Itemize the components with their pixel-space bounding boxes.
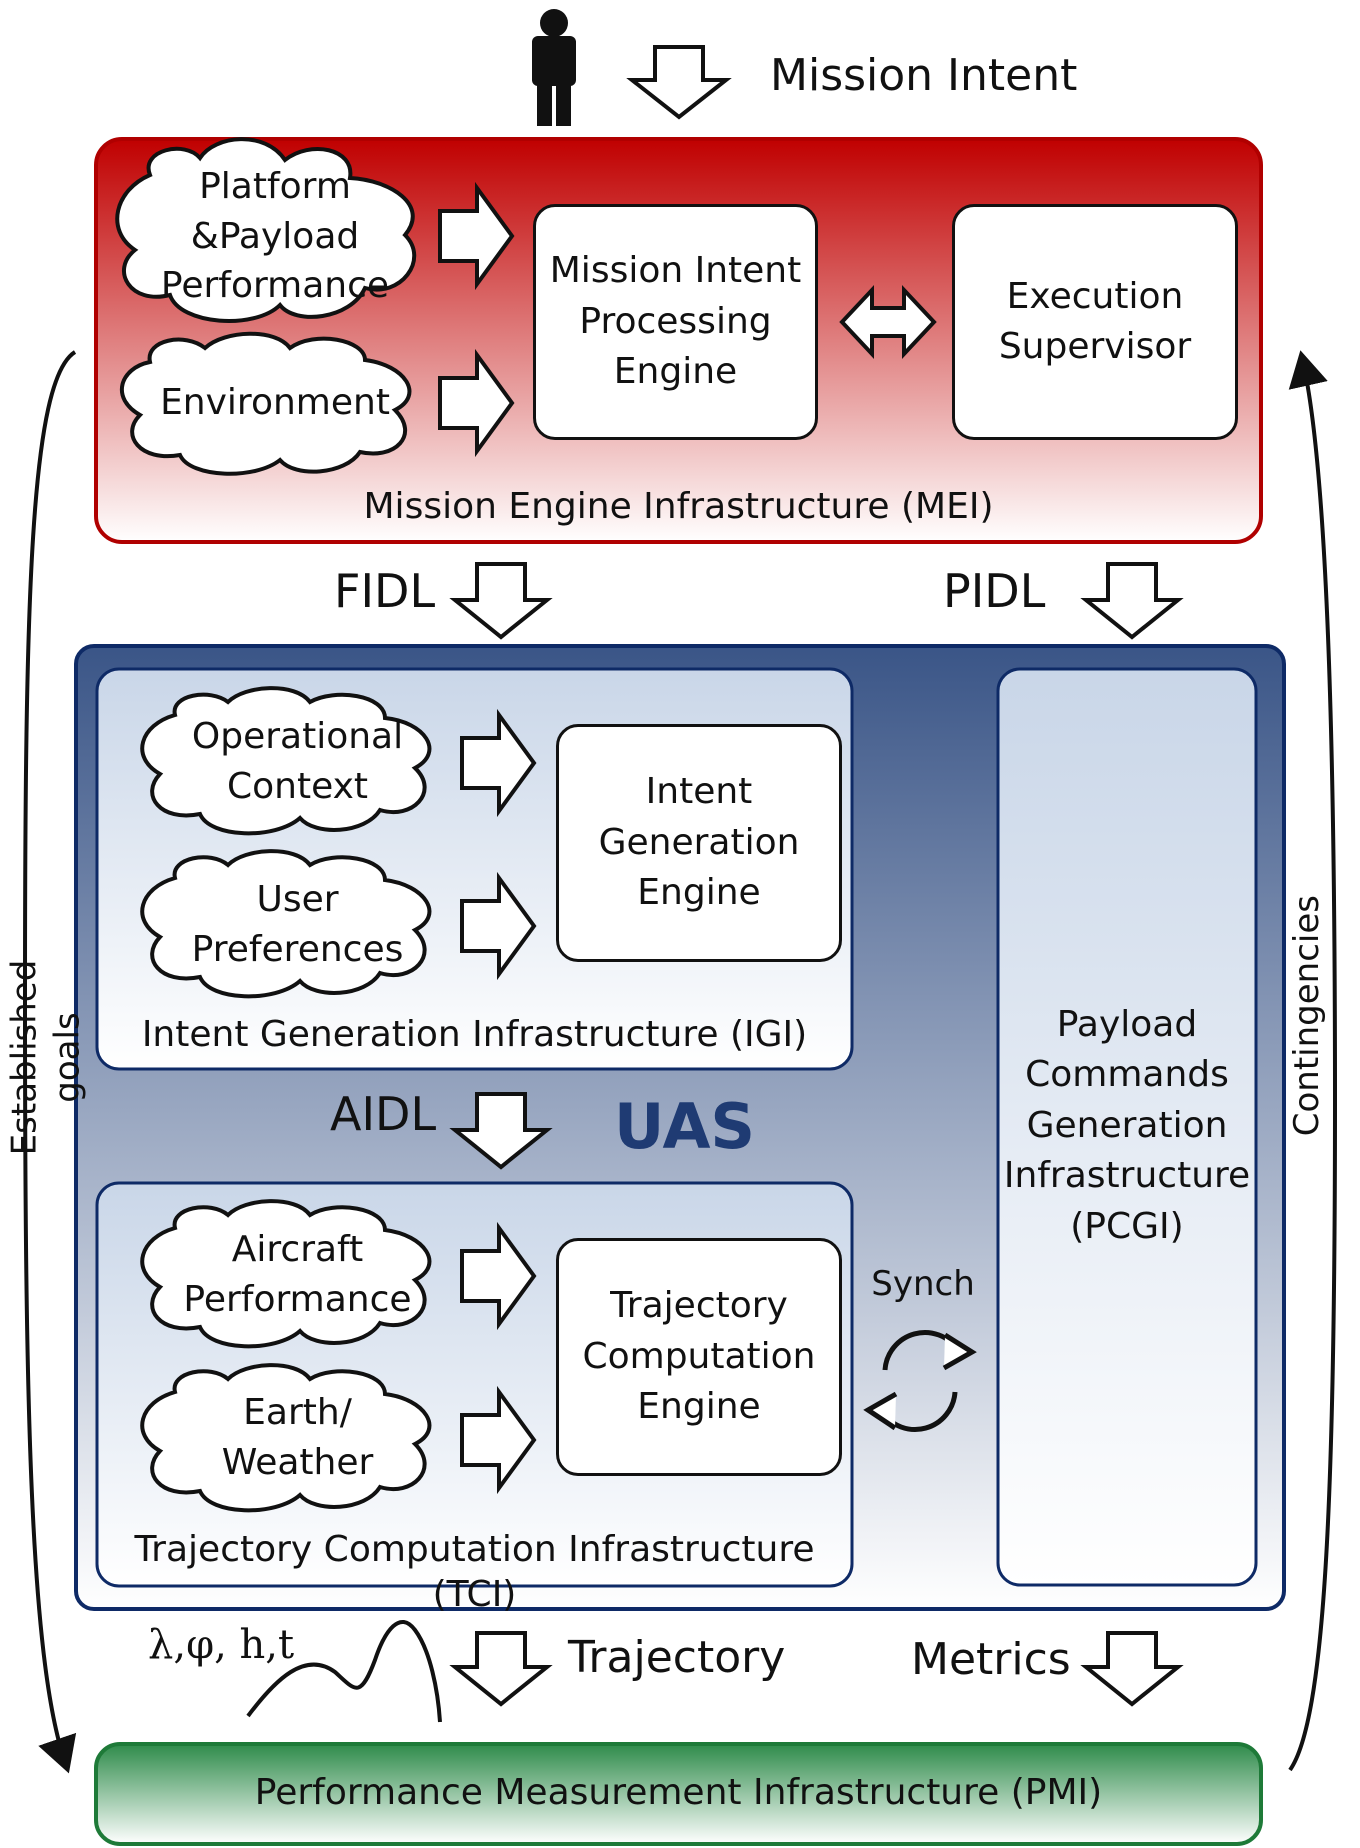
platform-cloud-shape xyxy=(115,137,417,323)
bidirectional-arrow-icon xyxy=(839,284,937,360)
execution-supervisor-label: Execution Supervisor xyxy=(998,275,1192,367)
user-right-arrow-icon xyxy=(460,871,537,981)
intent-generation-engine: Intent Generation Engine xyxy=(556,724,842,962)
mission-intent-label: Mission Intent xyxy=(770,50,1078,101)
mission-intent-engine-label: Mission Intent Processing Engine xyxy=(549,250,802,393)
operational-cloud-label: Operational Context xyxy=(191,716,404,807)
earth-cloud-label: Earth/ Weather xyxy=(221,1392,374,1483)
trajectory-computation-engine: Trajectory Computation Engine xyxy=(556,1238,842,1476)
trajectory-label: Trajectory xyxy=(568,1632,786,1683)
pcgi-title: Payload Commands Generation Infrastructu… xyxy=(1003,1004,1251,1247)
aircraft-cloud-shape xyxy=(140,1199,432,1349)
pmi-panel xyxy=(94,1742,1263,1846)
contingencies-label: Contingencies xyxy=(1286,895,1327,1137)
platform-right-arrow-icon xyxy=(438,181,515,291)
pmi-title: Performance Measurement Infrastructure (… xyxy=(254,1772,1103,1813)
synch-label: Synch xyxy=(871,1264,975,1304)
established-goals-label: Established goals xyxy=(4,959,88,1156)
execution-supervisor: Execution Supervisor xyxy=(952,204,1238,440)
user-cloud-shape xyxy=(140,849,432,999)
platform-cloud-label: Platform &Payload Performance xyxy=(160,166,390,307)
aircraft-right-arrow-icon xyxy=(460,1221,537,1331)
intent-generation-engine-label: Intent Generation Engine xyxy=(598,771,800,914)
trajectory-curve-icon xyxy=(246,1620,442,1723)
pcgi-panel xyxy=(996,667,1258,1587)
person-icon xyxy=(532,9,576,126)
trajectory-computation-engine-label: Trajectory Computation Engine xyxy=(582,1285,816,1428)
contingencies-arrow-icon xyxy=(1288,350,1338,1772)
earth-right-arrow-icon xyxy=(460,1385,537,1495)
mei-title: Mission Engine Infrastructure (MEI) xyxy=(363,486,994,527)
aidl-down-arrow-icon xyxy=(449,1092,553,1170)
environment-cloud-label: Environment xyxy=(160,382,390,423)
aidl-label: AIDL xyxy=(330,1087,437,1141)
igi-title: Intent Generation Infrastructure (IGI) xyxy=(141,1014,808,1055)
metrics-down-arrow-icon xyxy=(1080,1631,1184,1707)
mission-intent-down-arrow-icon xyxy=(626,45,732,120)
synch-icon xyxy=(863,1330,977,1432)
environment-right-arrow-icon xyxy=(438,348,515,458)
fidl-label: FIDL xyxy=(334,564,436,618)
pidl-down-arrow-icon xyxy=(1080,562,1184,640)
fidl-down-arrow-icon xyxy=(449,562,553,640)
operational-cloud-shape xyxy=(140,686,432,836)
trajectory-params-label: λ,φ, h,t xyxy=(148,1622,295,1668)
earth-cloud-shape xyxy=(140,1363,432,1513)
environment-cloud-shape xyxy=(119,331,412,476)
user-cloud-label: User Preferences xyxy=(191,879,404,970)
tci-title: Trajectory Computation Infrastructure (T… xyxy=(134,1529,815,1615)
metrics-label: Metrics xyxy=(911,1634,1071,1685)
established-goals-arrow-icon xyxy=(22,350,77,1774)
pidl-label: PIDL xyxy=(943,564,1046,618)
operational-right-arrow-icon xyxy=(460,708,537,818)
trajectory-down-arrow-icon xyxy=(449,1631,553,1707)
aircraft-cloud-label: Aircraft Performance xyxy=(183,1229,412,1320)
uas-label: UAS xyxy=(614,1090,756,1163)
mission-intent-processing-engine: Mission Intent Processing Engine xyxy=(533,204,818,440)
